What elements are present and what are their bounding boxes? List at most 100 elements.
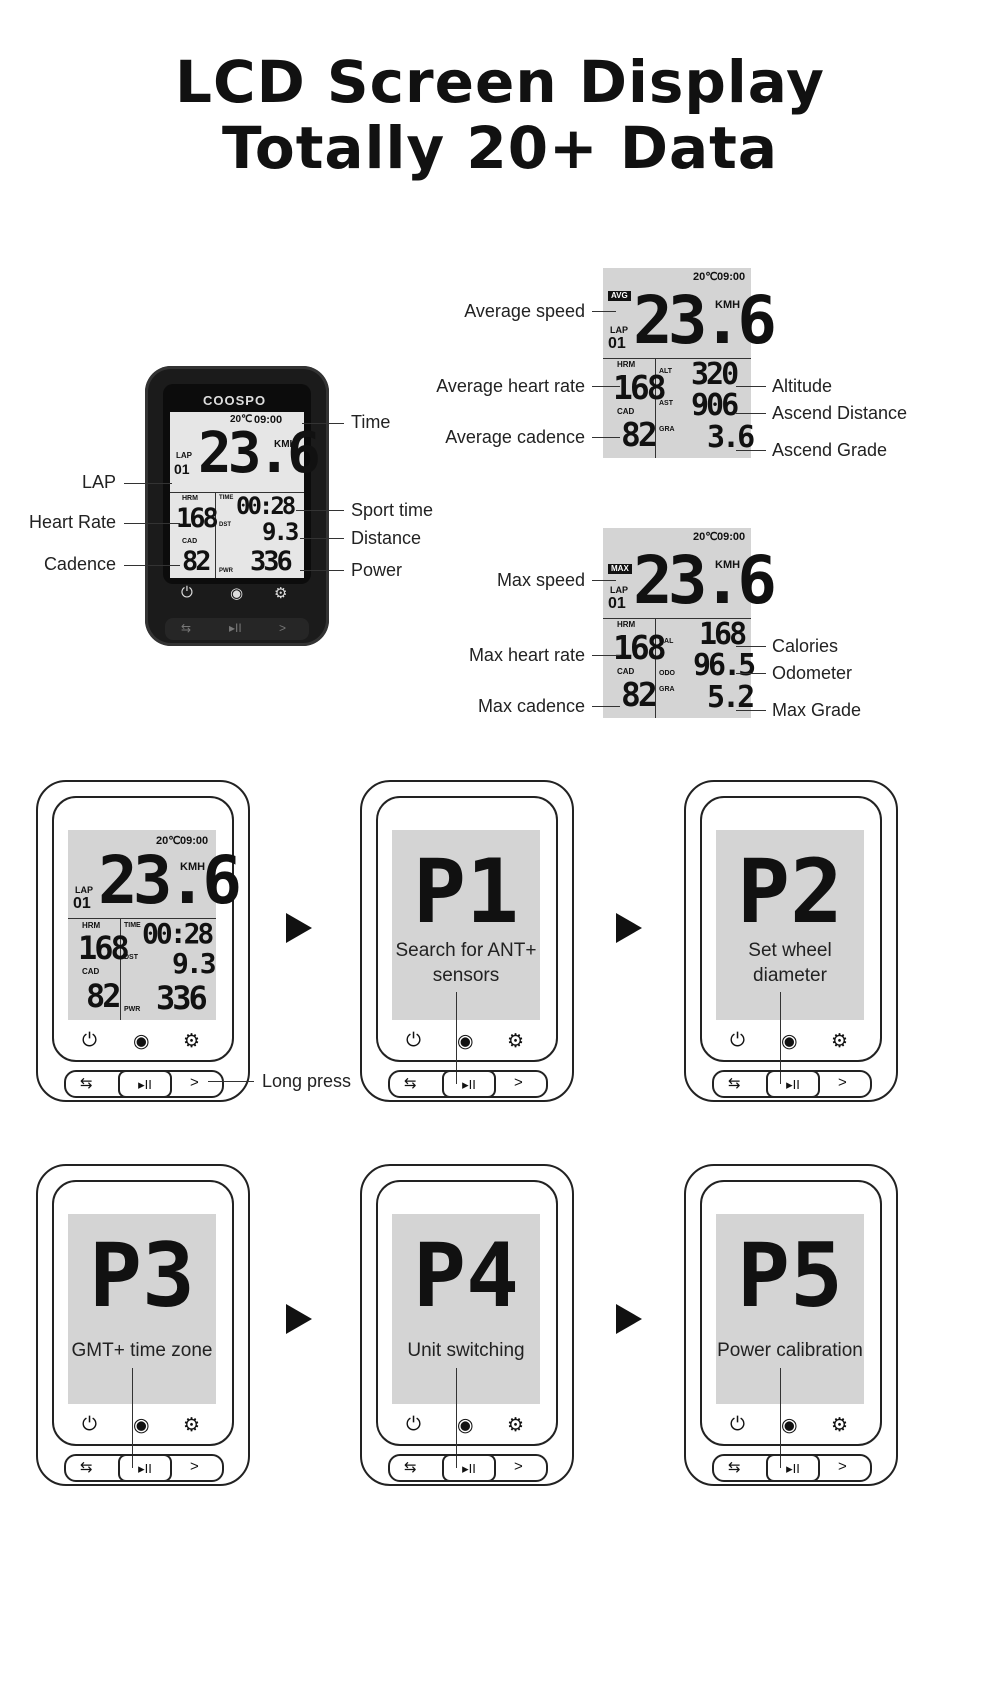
main-device-lcd: 20℃ 09:00 LAP 01 23.6 KMH HRM 168 CAD 82… [170,412,321,578]
alt-label: ALT [659,368,673,375]
cad-label: CAD [182,538,198,545]
callout-time: Time [351,412,391,432]
avg-clock: 09:00 [717,271,746,283]
avg-hr-value: 168 [613,368,667,407]
callout-ascend-distance: Ascend Distance [772,403,908,423]
time-label: TIME [219,495,234,501]
next-arrow-icon[interactable]: > [838,1458,847,1475]
speed-value: 23.6 [198,421,321,486]
max-grade-value: 5.2 [707,680,755,715]
lap-arrows-icon[interactable]: ⇆ [404,1459,417,1476]
hr-value: 168 [176,503,219,534]
record-icon[interactable]: ◉ [781,1415,798,1436]
home-speed-value: 23.6 [98,842,242,919]
lap-arrows-icon[interactable]: ⇆ [404,1075,417,1092]
power-icon[interactable]: ⏻ [730,1414,746,1435]
home-pwr-label: PWR [124,1006,141,1013]
gear-icon[interactable]: ⚙ [274,585,288,602]
lap-arrows-icon[interactable]: ⇆ [728,1075,741,1092]
max-temp: 20℃ [693,531,718,543]
grade-value: 3.6 [707,420,755,455]
step-device-p1: P1 Search for ANT+ sensors ⏻ ◉ ⚙ ⇆ ▸II > [360,780,574,1102]
calories-value: 168 [699,617,747,652]
gear-icon[interactable]: ⚙ [183,1415,201,1436]
callout-calories: Calories [772,636,839,656]
lap-label: LAP [176,451,192,460]
home-lcd: 20℃ 09:00 LAP 01 23.6 KMH HRM 168 CAD 82… [68,830,242,1020]
callout-cadence: Cadence [43,554,116,574]
power-value: 336 [250,546,293,577]
power-icon[interactable]: ⏻ [406,1030,422,1051]
avg-cad-label: CAD [617,407,635,416]
p5-button-bar: ⇆ ▸II > [712,1454,872,1482]
callout-avg-cad: Average cadence [445,427,585,447]
step-arrow [286,1304,312,1334]
lap-arrows-icon[interactable]: ⇆ [80,1459,93,1476]
power-icon[interactable]: ⏻ [82,1030,98,1051]
p1-code: P1 [413,840,519,943]
power-icon[interactable]: ⏻ [181,584,193,601]
step-device-p4: P4 Unit switching ⏻ ◉ ⚙ ⇆ ▸II > [360,1164,574,1486]
distance-value: 9.3 [262,518,299,546]
play-pause-icon[interactable]: ▸II [766,1454,820,1482]
play-pause-icon[interactable]: ▸II [766,1070,820,1098]
callout-altitude: Altitude [772,376,833,396]
record-icon[interactable]: ◉ [230,585,244,602]
power-icon[interactable]: ⏻ [82,1414,98,1435]
step-device-p2: P2 Set wheel diameter ⏻ ◉ ⚙ ⇆ ▸II > [684,780,898,1102]
power-icon[interactable]: ⏻ [730,1030,746,1051]
lap-arrows-icon[interactable]: ⇆ [80,1075,93,1092]
next-arrow-icon[interactable]: > [838,1074,847,1091]
next-arrow-icon[interactable]: > [190,1074,199,1091]
speed-unit: KMH [274,439,297,450]
max-gra-label: GRA [659,686,675,693]
lap-arrows-icon[interactable]: ⇆ [181,621,192,635]
next-arrow-icon[interactable]: > [514,1458,523,1475]
record-icon[interactable]: ◉ [457,1031,474,1052]
gra-label: GRA [659,426,675,433]
callout-lap: LAP [81,472,116,492]
next-arrow-icon[interactable]: > [279,621,287,635]
play-pause-icon[interactable]: ▸II [118,1454,172,1482]
p3-lcd [68,1214,216,1404]
callout-heart-rate: Heart Rate [28,512,116,532]
gear-icon[interactable]: ⚙ [507,1415,525,1436]
step-device-p5: P5 Power calibration ⏻ ◉ ⚙ ⇆ ▸II > [684,1164,898,1486]
power-icon[interactable]: ⏻ [406,1414,422,1435]
max-hrm-label: HRM [617,620,636,629]
gear-icon[interactable]: ⚙ [831,1415,849,1436]
play-pause-icon[interactable]: ▸II [118,1070,172,1098]
next-arrow-icon[interactable]: > [514,1074,523,1091]
p3-button-bar: ⇆ ▸II > [64,1454,224,1482]
next-arrow-icon[interactable]: > [190,1458,199,1475]
clock: 09:00 [254,414,283,426]
p2-text: Set wheel diameter [748,940,832,986]
callout-max-speed: Max speed [496,570,585,590]
play-pause-icon[interactable]: ▸II [442,1454,496,1482]
record-icon[interactable]: ◉ [133,1415,150,1436]
step-arrow [616,913,642,943]
max-cad-value: 82 [621,675,658,714]
record-icon[interactable]: ◉ [457,1415,474,1436]
avg-tag: AVG [608,291,631,301]
home-hr-value: 168 [78,929,130,967]
pwr-label: PWR [219,568,233,574]
home-dst-label: DST [124,954,138,961]
max-speed-value: 23.6 [633,542,777,619]
record-icon[interactable]: ◉ [781,1031,798,1052]
step-arrow [286,913,312,943]
gear-icon[interactable]: ⚙ [507,1031,525,1052]
p5-lcd [716,1214,864,1404]
play-pause-icon[interactable]: ▸II [442,1070,496,1098]
play-pause-icon[interactable]: ▸II [229,621,242,635]
record-icon[interactable]: ◉ [133,1031,150,1052]
gear-icon[interactable]: ⚙ [831,1031,849,1052]
callout-power: Power [351,560,403,580]
lap-arrows-icon[interactable]: ⇆ [728,1459,741,1476]
step-arrow [616,1304,642,1334]
ascend-value: 906 [691,388,739,423]
lap-value: 01 [174,461,190,477]
home-distance-value: 9.3 [172,947,217,980]
home-hrm-label: HRM [82,921,101,930]
gear-icon[interactable]: ⚙ [183,1031,201,1052]
